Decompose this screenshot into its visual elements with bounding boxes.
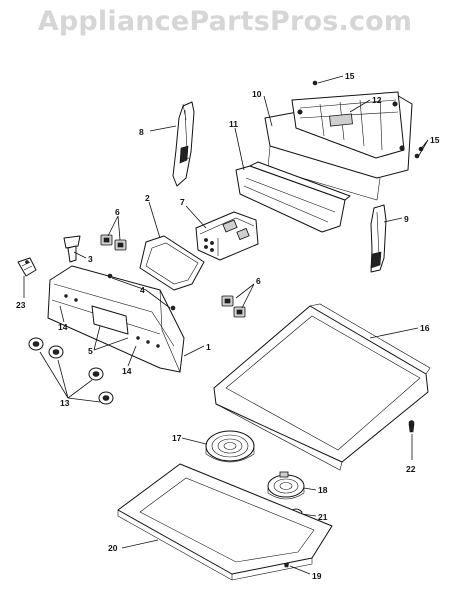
callout-12: 12 bbox=[372, 95, 382, 105]
part-infinite-switch bbox=[63, 235, 81, 263]
callout-9: 9 bbox=[404, 214, 409, 224]
part-backguard-rear bbox=[264, 91, 413, 201]
callout-6-upper: 6 bbox=[115, 207, 120, 217]
callout-13: 13 bbox=[60, 398, 70, 408]
callout-4: 4 bbox=[140, 285, 145, 295]
part-side-trim-left bbox=[172, 101, 195, 187]
part-bottom-panel bbox=[117, 463, 333, 581]
part-knobs bbox=[28, 337, 114, 405]
callout-14-left: 14 bbox=[58, 322, 68, 332]
callout-8: 8 bbox=[139, 127, 144, 137]
part-cooktop bbox=[213, 303, 431, 471]
callout-16: 16 bbox=[420, 323, 430, 333]
part-switch-pair-upper bbox=[100, 234, 127, 251]
part-control-board bbox=[195, 211, 259, 261]
callout-19: 19 bbox=[312, 571, 322, 581]
callout-11: 11 bbox=[229, 119, 238, 129]
leader-lines bbox=[23, 75, 429, 575]
callout-10: 10 bbox=[252, 89, 262, 99]
part-screws bbox=[107, 273, 176, 311]
watermark-text: AppliancePartsPros.com bbox=[37, 6, 413, 37]
callout-17: 17 bbox=[172, 433, 182, 443]
part-screw-22 bbox=[408, 420, 415, 433]
callout-3: 3 bbox=[88, 254, 93, 264]
callout-18: 18 bbox=[318, 485, 328, 495]
callout-7: 7 bbox=[180, 197, 185, 207]
part-surface-element-small bbox=[267, 471, 305, 500]
part-display-window bbox=[139, 235, 205, 291]
part-terminal-block bbox=[17, 257, 37, 277]
callout-23: 23 bbox=[16, 300, 26, 310]
callout-21: 21 bbox=[318, 512, 328, 522]
callout-6-right: 6 bbox=[256, 276, 261, 286]
callout-2: 2 bbox=[145, 193, 150, 203]
callout-22: 22 bbox=[406, 464, 416, 474]
callout-14-right: 14 bbox=[122, 366, 132, 376]
callout-20: 20 bbox=[108, 543, 118, 553]
callout-labels: 8 15 15 10 12 11 9 7 2 6 3 6 4 23 14 5 1… bbox=[16, 71, 440, 581]
callout-15-right: 15 bbox=[430, 135, 440, 145]
part-switch-pair-right bbox=[221, 295, 246, 318]
part-vent-trim bbox=[235, 161, 351, 233]
part-side-trim-right bbox=[370, 204, 387, 273]
part-surface-element-large bbox=[205, 430, 255, 463]
callout-15-top: 15 bbox=[345, 71, 355, 81]
callout-5: 5 bbox=[88, 346, 93, 356]
callout-1: 1 bbox=[206, 342, 211, 352]
